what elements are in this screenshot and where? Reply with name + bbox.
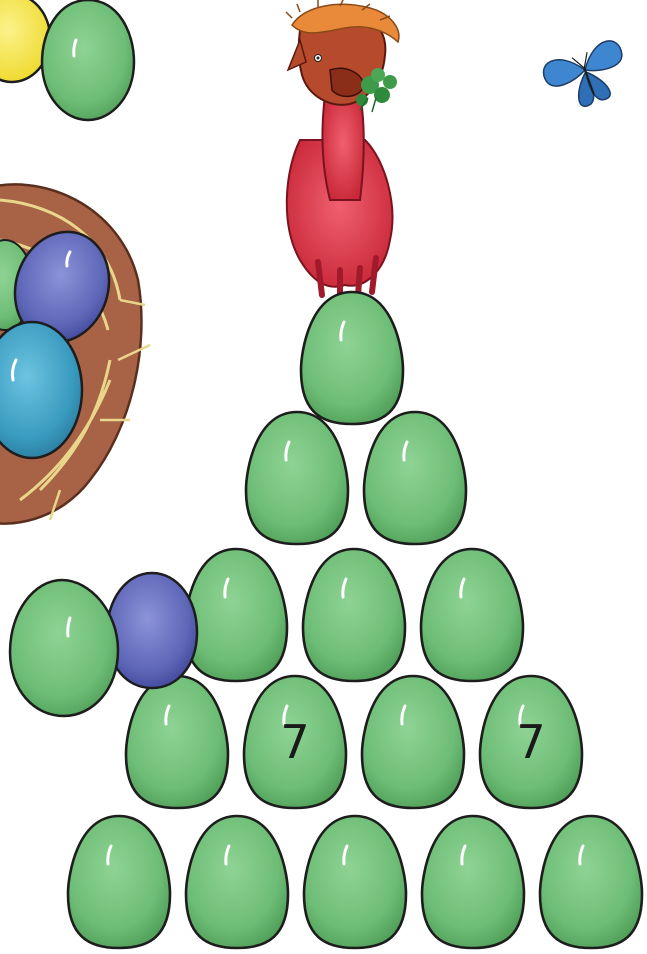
llama-icon	[286, 0, 399, 296]
butterfly-icon	[540, 37, 635, 116]
side-green-egg	[10, 580, 118, 716]
pyramid-egg[interactable]	[186, 816, 288, 948]
pyramid-egg[interactable]: 7	[244, 676, 346, 808]
pyramid-egg[interactable]	[362, 676, 464, 808]
pyramid-egg[interactable]	[303, 549, 405, 681]
pyramid-egg[interactable]	[246, 412, 348, 544]
pyramid-egg[interactable]	[68, 816, 170, 948]
egg-number: 7	[280, 715, 309, 769]
pyramid-egg[interactable]	[422, 816, 524, 948]
pyramid-egg[interactable]	[126, 676, 228, 808]
pyramid-egg[interactable]	[540, 816, 642, 948]
pyramid-egg[interactable]	[304, 816, 406, 948]
pyramid-egg[interactable]: 7	[480, 676, 582, 808]
nest-icon	[0, 184, 150, 523]
pyramid-egg[interactable]	[421, 549, 523, 681]
pyramid-egg[interactable]	[301, 292, 403, 424]
side-blue-egg	[107, 573, 197, 688]
pyramid-egg[interactable]	[364, 412, 466, 544]
corner-eggs	[0, 0, 134, 120]
egg-number: 7	[516, 715, 545, 769]
green-egg-corner	[42, 0, 134, 120]
pyramid-egg[interactable]	[185, 549, 287, 681]
